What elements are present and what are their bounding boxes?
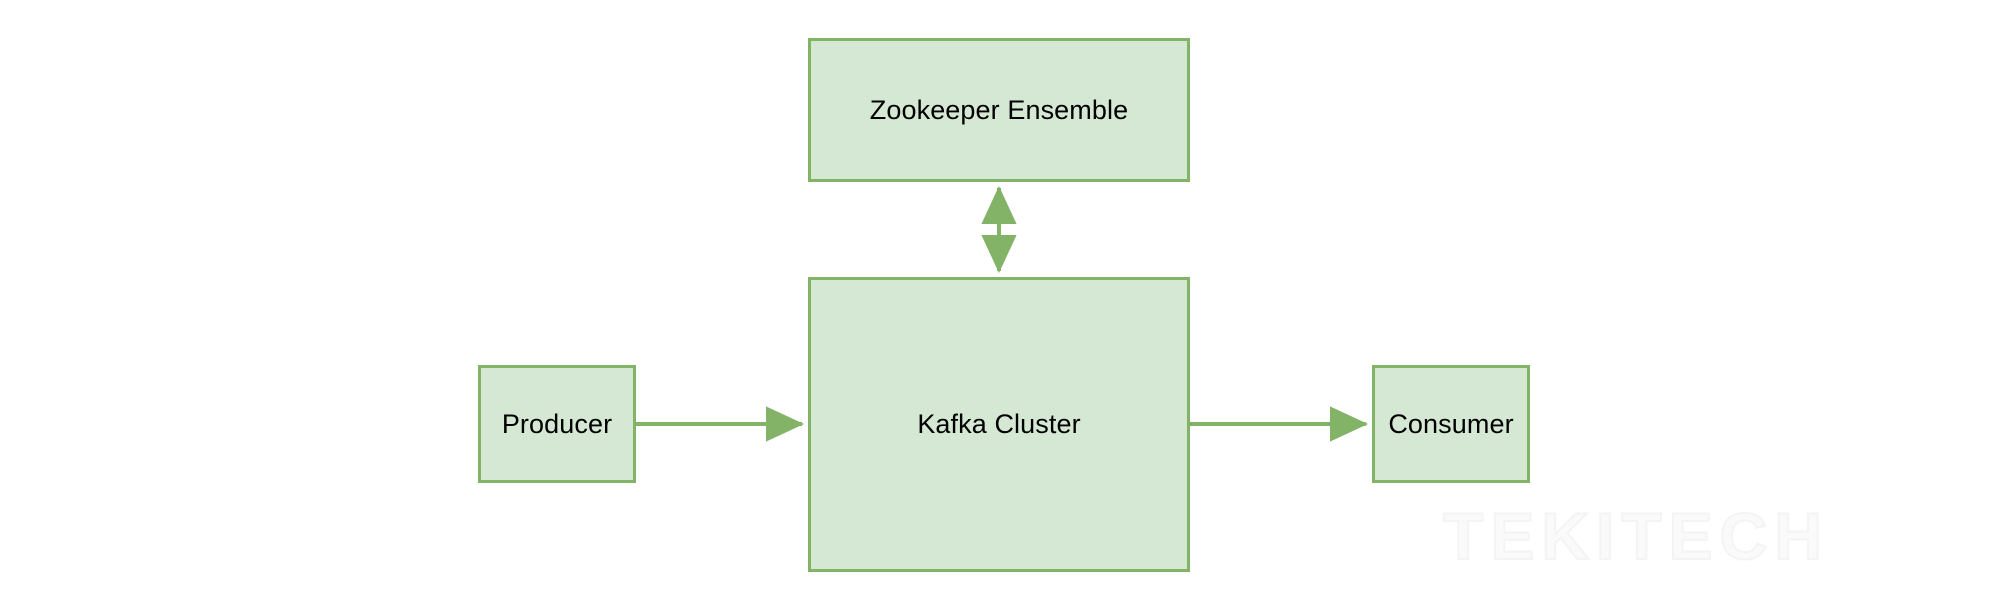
- node-producer[interactable]: Producer: [478, 365, 636, 483]
- node-label-kafka: Kafka Cluster: [917, 409, 1081, 440]
- node-kafka-cluster[interactable]: Kafka Cluster: [808, 277, 1190, 572]
- node-label-consumer: Consumer: [1388, 408, 1514, 439]
- node-label-producer: Producer: [501, 408, 613, 439]
- node-label-zookeeper: Zookeeper Ensemble: [869, 94, 1129, 125]
- node-zookeeper-ensemble[interactable]: Zookeeper Ensemble: [808, 38, 1190, 182]
- node-consumer[interactable]: Consumer: [1372, 365, 1530, 483]
- watermark-tekitech: TEKITECH: [1442, 498, 1829, 574]
